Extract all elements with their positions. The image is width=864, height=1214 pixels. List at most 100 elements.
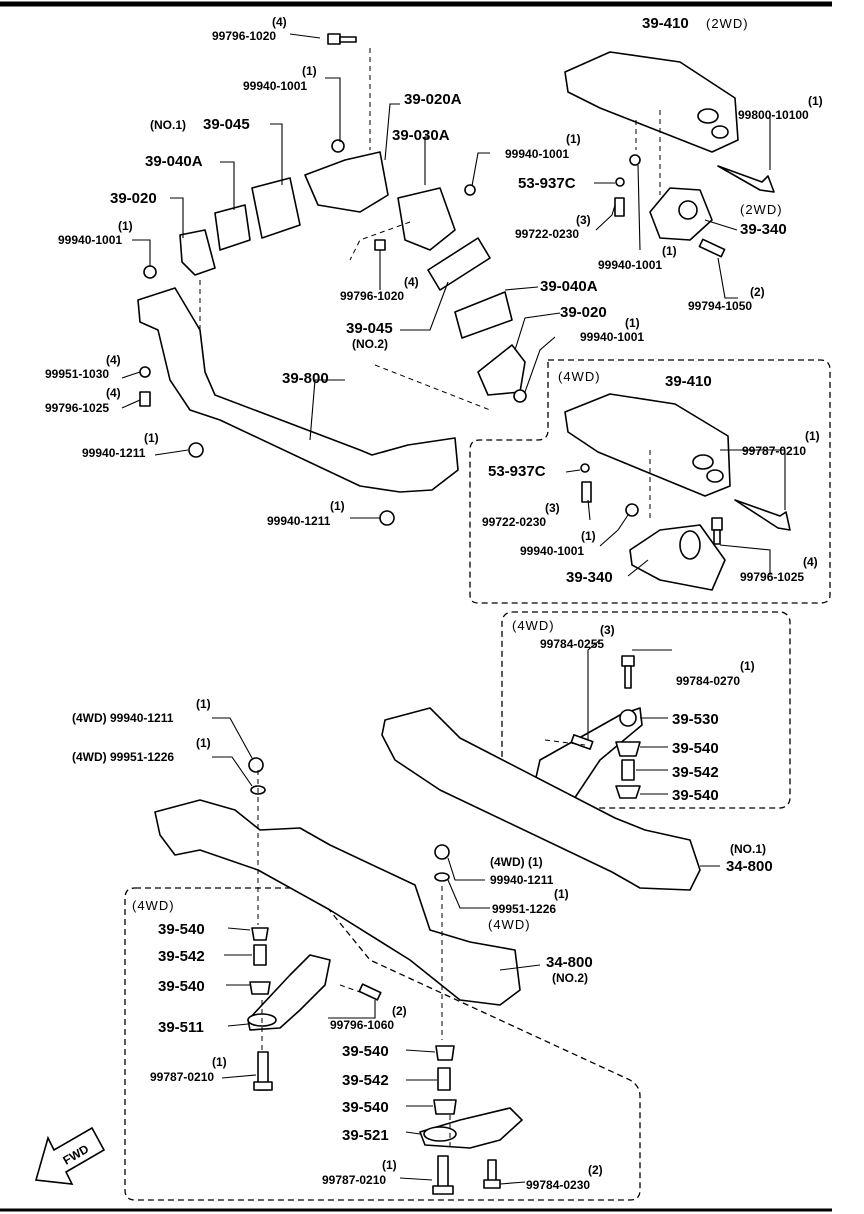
fwd-arrow-icon: FWD xyxy=(34,1126,106,1185)
qty-label: (1) xyxy=(144,431,159,445)
qty-label: (4) xyxy=(106,386,121,400)
part-label: 99940-1001 xyxy=(520,544,584,558)
part-label: 39-340 xyxy=(566,569,613,586)
part-label: 39-410 xyxy=(665,373,712,390)
qty-label: (1) xyxy=(662,244,677,258)
qty-label: (2) xyxy=(392,1004,407,1018)
part-label: 39-542 xyxy=(158,948,205,965)
part-label: 34-800 xyxy=(546,954,593,971)
qty-label: (1) xyxy=(196,736,211,750)
part-label: 39-030A xyxy=(392,127,450,144)
note-label: (NO.2) xyxy=(352,337,388,351)
qty-label: (1) xyxy=(740,659,755,673)
part-label: 39-540 xyxy=(158,921,205,938)
part-label: 39-540 xyxy=(672,787,719,804)
part-label: 99951-1030 xyxy=(45,367,109,381)
variant-label: (4WD) xyxy=(558,369,601,384)
qty-label: (1) xyxy=(212,1055,227,1069)
part-label: 39-410 xyxy=(642,15,689,32)
part-label: 39-020A xyxy=(404,91,462,108)
part-label: 39-020 xyxy=(110,190,157,207)
part-label: 53-937C xyxy=(518,175,576,192)
qty-label: (4) xyxy=(106,353,121,367)
rubber-39-045-no2 xyxy=(427,237,491,291)
part-label: 39-020 xyxy=(560,304,607,321)
note-label: (NO.2) xyxy=(552,971,588,985)
part-label: 99784-0230 xyxy=(526,1178,590,1192)
qty-label: (3) xyxy=(600,623,615,637)
variant-label: (4WD) xyxy=(512,618,555,633)
part-label: 39-521 xyxy=(342,1127,389,1144)
bracket-39-030A xyxy=(397,187,456,251)
qty-label: (1) xyxy=(566,132,581,146)
part-label: 39-540 xyxy=(672,740,719,757)
bracket-39-020A xyxy=(304,151,389,213)
variant-label: (2WD) xyxy=(706,16,749,31)
part-drawings xyxy=(137,33,791,1195)
part-label: (4WD) 99940-1211 xyxy=(72,711,174,725)
variant-label: (4WD) xyxy=(132,898,175,913)
part-label: 99800-10100 xyxy=(738,108,809,122)
qty-label: (2) xyxy=(588,1163,603,1177)
qty-label: (4WD) (1) xyxy=(490,855,543,869)
qty-label: (1) xyxy=(382,1158,397,1172)
crossmember-39-800 xyxy=(137,287,459,493)
part-label: 39-045 xyxy=(346,320,393,337)
part-label: 39-511 xyxy=(158,1019,204,1036)
part-label: 99787-0210 xyxy=(150,1070,214,1084)
part-label: 39-542 xyxy=(672,764,719,781)
bracket-39-020-a xyxy=(179,229,216,276)
part-label: 99722-0230 xyxy=(482,515,546,529)
leader-lines xyxy=(121,33,786,1185)
qty-label: (4) xyxy=(803,555,818,569)
qty-label: (4) xyxy=(404,275,419,289)
crossmember-34-800-no2 xyxy=(154,799,521,1006)
part-label: 39-040A xyxy=(540,278,598,295)
qty-label: (1) xyxy=(330,499,345,513)
box-4wd-middle xyxy=(501,611,791,809)
part-label: 39-530 xyxy=(672,711,719,728)
part-label: 99722-0230 xyxy=(515,227,579,241)
callout-labels: (4) 99796-1020 (1) 99940-1001 39-020A (N… xyxy=(45,15,823,1192)
part-label: 53-937C xyxy=(488,463,546,480)
qty-label: (3) xyxy=(576,213,591,227)
qty-label: (1) xyxy=(302,64,317,78)
part-label: 99796-1025 xyxy=(740,570,804,584)
qty-label: (1) xyxy=(808,94,823,108)
mount-39-040A-a xyxy=(214,204,251,251)
qty-label: (1) xyxy=(196,697,211,711)
part-label: 39-542 xyxy=(342,1072,389,1089)
qty-label: (1) xyxy=(625,316,640,330)
part-label: 99940-1001 xyxy=(598,258,662,272)
part-label: 39-340 xyxy=(740,221,787,238)
qty-label: (2) xyxy=(750,285,765,299)
part-label: 99940-1211 xyxy=(267,514,331,528)
part-label: 99784-0270 xyxy=(676,674,740,688)
box-4wd-upper xyxy=(469,359,831,604)
part-label: 99794-1050 xyxy=(688,299,752,313)
qty-label: (1) xyxy=(581,529,596,543)
bracket-39-020-b xyxy=(477,344,526,396)
part-label: 99787-0210 xyxy=(742,444,806,458)
part-label: 99940-1211 xyxy=(82,446,146,460)
qty-label: (4) xyxy=(272,15,287,29)
part-label: 99784-0255 xyxy=(540,637,604,651)
qty-label: (3) xyxy=(545,501,560,515)
part-label: 39-540 xyxy=(342,1043,389,1060)
part-label: 99796-1060 xyxy=(330,1018,394,1032)
qty-label: (1) xyxy=(554,887,569,901)
variant-label: (2WD) xyxy=(740,202,783,217)
variant-label: (4WD) xyxy=(488,917,531,932)
part-label: 99940-1001 xyxy=(580,330,644,344)
part-label: 99787-0210 xyxy=(322,1173,386,1187)
part-label: 34-800 xyxy=(726,858,773,875)
part-label: 99796-1020 xyxy=(212,29,276,43)
mount-39-040A-b xyxy=(454,291,513,339)
part-label: 99940-1001 xyxy=(58,233,122,247)
qty-label: (1) xyxy=(805,429,820,443)
part-label: 39-800 xyxy=(282,370,329,387)
bolt-99796-1020-top xyxy=(327,33,357,45)
crossmember-39-410-4wd xyxy=(564,393,731,497)
crossmember-34-800-no1 xyxy=(381,707,701,891)
